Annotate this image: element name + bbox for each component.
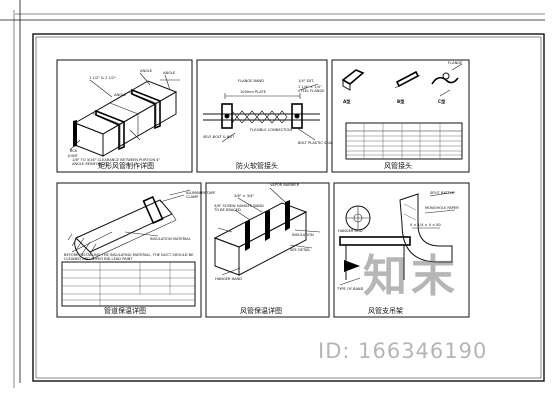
panel-3-joints (341, 63, 463, 160)
p1-label-3: ANGLE (140, 69, 153, 73)
p2-label-7: BOLT PLASTIC SEAL (298, 141, 333, 145)
p2-label-8: SELF-BOLT & NUT (203, 135, 235, 139)
p4-label-5: CLEANED AND WIPED BID LEAD PAINT (64, 257, 133, 261)
p5-label-1: 3/8" SCREW HANGER BAND (214, 204, 264, 208)
p2-label-3: 1 1/4" × 1/4" (298, 85, 322, 89)
caption-panel-5: 风管保温详图 (240, 306, 282, 315)
p5-label-3: VAPOR BARRIER (270, 183, 300, 187)
p6-label-3: MONOHOLE PAPER (425, 206, 459, 210)
p2-label-2: 100mm PLATE (240, 90, 267, 94)
caption-panel-3: 风管接头 (384, 161, 412, 170)
panel-captions: 矩形风管制作详图 防火软管接头 风管接头 管道保温详图 风管保温详图 风管支吊架 (98, 161, 412, 315)
p1-label-2: 1 1/2" & 2 1/2" (89, 76, 116, 80)
p3-label-c: C型 (438, 98, 446, 105)
p4-label-1: CLAMP (186, 195, 199, 199)
p5-label-0: 3/8" × 3/4" (234, 194, 255, 198)
watermark-logo-text: 知末 (363, 251, 459, 302)
p6-label-5: HANGER ROD (338, 229, 363, 233)
p6-label-7: 4 × 1/4 × 4 × 80 (410, 223, 442, 227)
p3-label-flange: FLANGE (448, 61, 463, 65)
p2-label-1: 1/4" EXT. (298, 79, 314, 83)
p6-label-4: TYPE OF BAND (336, 287, 364, 291)
p1-label-4: ANGLE (163, 71, 176, 75)
p1-label-1: ANGLE (114, 93, 127, 97)
p5-label-5: SEE DETAIL (290, 248, 310, 252)
p5-label-6: HANGER BAND (215, 277, 242, 281)
p4-label-4: BEFORE INSTALLING THE INSULATING MATERIA… (64, 253, 194, 257)
panel-4-pipe-insulation (61, 189, 196, 307)
p5-label-2: TO BE BRACED (213, 208, 241, 212)
p2-label-0: FLANGE BAND (238, 79, 264, 83)
p1-label-6: 1/8" TO 3/16" CLEARANCE BETWEEN PORTION … (72, 158, 161, 162)
caption-panel-1: 矩形风管制作详图 (98, 161, 154, 170)
watermark-id: ID: 166346190 (318, 339, 488, 363)
caption-panel-4: 管道保温详图 (104, 306, 146, 315)
p4-label-3: INSULATION MATERIAL (150, 237, 191, 241)
p3-label-a: A型 (343, 98, 351, 105)
p6-label-2: SPLIT BATTLE (430, 191, 455, 195)
annotations: BCK ANGLE 1 1/2" & 2 1/2" ANGLE ANGLE JO… (64, 61, 463, 291)
p2-label-4: STEEL FLANGE (298, 89, 325, 93)
p2-label-5: FLEXIBLE CONNECTION (250, 128, 292, 132)
p5-label-4: INSULATION (292, 233, 314, 237)
p1-label-7: ANGLE REINFORCED (72, 162, 109, 166)
p3-label-b: B型 (397, 98, 405, 105)
panel-1-duct-isometric (69, 72, 180, 157)
sheet-frame (0, 0, 545, 388)
p4-label-0: ALUMINUM TAPE (186, 191, 216, 195)
caption-panel-6: 风管支吊架 (368, 306, 403, 315)
panel-frames (56, 59, 470, 318)
p1-label-5: JOINT (67, 154, 79, 158)
panel-2-flex-joint (203, 83, 320, 143)
panel-6-hanger (339, 191, 456, 286)
caption-panel-2: 防火软管接头 (236, 161, 278, 170)
p1-label-0: BCK (70, 149, 78, 153)
panel-5-duct-insulation (213, 187, 321, 276)
